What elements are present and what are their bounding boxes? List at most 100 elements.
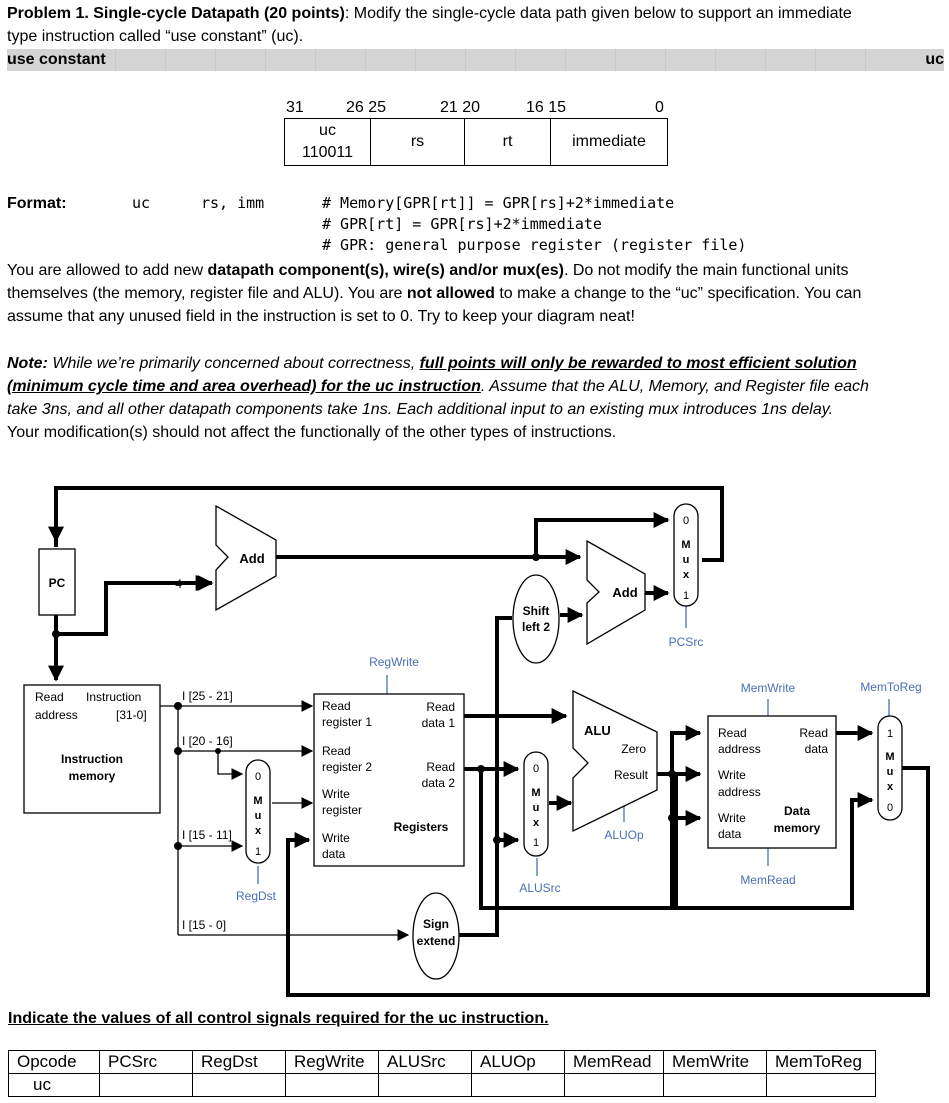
- dmem-ra-2: address: [718, 742, 761, 756]
- control-regdst-value[interactable]: [192, 1073, 286, 1097]
- control-pcsrc-value[interactable]: [99, 1073, 193, 1097]
- instruction-format-table: uc 110011 rs rt immediate: [284, 118, 668, 166]
- dmem-title-1: Data: [784, 804, 810, 818]
- dmem-rd-2: data: [805, 742, 829, 756]
- regs-wd-a: Write: [322, 831, 350, 845]
- field-rs: rs: [370, 118, 465, 166]
- memread-label: MemRead: [740, 873, 795, 887]
- control-signal-table: Opcode PCSrc RegDst RegWrite ALUSrc ALUO…: [8, 1050, 876, 1097]
- thick-wires: [48, 486, 930, 997]
- control-memwrite-value[interactable]: [663, 1073, 767, 1097]
- alu-title: ALU: [584, 723, 611, 738]
- alusrc-mux-m: M: [531, 787, 540, 799]
- alu-result: Result: [614, 768, 649, 782]
- banner: use constant uc: [7, 49, 944, 71]
- field-label-20-16: I [20 - 16]: [182, 734, 233, 748]
- control-regwrite-value[interactable]: [285, 1073, 379, 1097]
- banner-grid: [115, 49, 882, 71]
- regs-rd2-a: Read: [426, 760, 455, 774]
- memtoreg-mux-x: x: [887, 781, 894, 793]
- regs-wr-a: Write: [322, 787, 350, 801]
- dmem-rd-1: Read: [799, 726, 828, 740]
- wire-writeback: [286, 766, 930, 997]
- bit-31: 31: [286, 99, 304, 116]
- control-header-aluop: ALUOp: [471, 1050, 565, 1074]
- add2-label: Add: [612, 585, 637, 600]
- regs-title: Registers: [394, 820, 449, 834]
- dmem-wa-2: address: [718, 785, 761, 799]
- control-aluop-value[interactable]: [471, 1073, 565, 1097]
- instructions-line-1: You are allowed to add new datapath comp…: [7, 259, 947, 282]
- note-text-d: . Assume that the ALU, Memory, and Regis…: [480, 378, 869, 395]
- imem-title-2: memory: [69, 769, 116, 783]
- alusrc-label: ALUSrc: [519, 881, 560, 895]
- bit-0: 0: [655, 99, 664, 116]
- control-header-row: Opcode PCSrc RegDst RegWrite ALUSrc ALUO…: [8, 1050, 876, 1074]
- regs-wr-b: register: [322, 803, 362, 817]
- sign-extend: [412, 892, 460, 980]
- field-immediate: immediate: [550, 118, 668, 166]
- memtoreg-mux-0: 0: [887, 802, 893, 814]
- pcsrc-mux-u: u: [683, 554, 690, 566]
- problem-intro-line2: type instruction called “use constant” (…: [7, 28, 304, 45]
- pc-label: PC: [49, 576, 66, 590]
- regs-rr2-b: register 2: [322, 760, 372, 774]
- shift-label-2: left 2: [522, 620, 550, 634]
- control-alusrc-value[interactable]: [378, 1073, 472, 1097]
- control-heading: Indicate the values of all control signa…: [8, 1010, 549, 1027]
- aluop-label: ALUOp: [604, 828, 644, 842]
- problem-title: Problem 1. Single-cycle Datapath (20 poi…: [7, 5, 345, 22]
- dmem-ra-1: Read: [718, 726, 747, 740]
- regs-rd1-a: Read: [426, 700, 455, 714]
- note-text-c: (minimum cycle time and area overhead) f…: [7, 378, 481, 395]
- wire-pc-to-add: [56, 575, 212, 636]
- field-label-15-0: I [15 - 0]: [182, 918, 226, 932]
- alusrc-mux-u: u: [533, 802, 540, 814]
- regdst-mux-u: u: [255, 810, 262, 822]
- instructions-text-c: . Do not modify the main functional unit…: [563, 262, 849, 279]
- alusrc-mux: [523, 751, 549, 857]
- note-label: Note:: [7, 355, 48, 372]
- control-memread-value[interactable]: [564, 1073, 664, 1097]
- note-text-b: full points will only be rewarded to mos…: [419, 355, 857, 372]
- wire-readdata2-to-mem: [479, 769, 674, 910]
- memtoreg-mux: [877, 715, 903, 821]
- four-label: 4: [175, 577, 182, 591]
- banner-left: use constant: [7, 49, 112, 71]
- imem-address: address: [35, 708, 78, 722]
- instructions-text-e: not allowed: [406, 285, 495, 302]
- pcsrc-mux-0: 0: [683, 515, 689, 527]
- pcsrc-mux: [673, 503, 699, 607]
- control-memtoreg-value[interactable]: [766, 1073, 876, 1097]
- control-opcode-value: uc: [8, 1073, 100, 1097]
- control-header-memtoreg: MemToReg: [766, 1050, 876, 1074]
- thin-wires: [160, 604, 890, 941]
- wire-alu-to-memtoreg: [674, 774, 874, 910]
- problem-text: Problem 1. Single-cycle Datapath (20 poi…: [7, 2, 947, 25]
- banner-right: uc: [925, 51, 944, 68]
- note-line-3: take 3ns, and all other datapath compone…: [7, 401, 834, 418]
- control-header-alusrc: ALUSrc: [378, 1050, 472, 1074]
- memtoreg-mux-1: 1: [887, 728, 893, 740]
- alusrc-mux-0: 0: [533, 763, 539, 775]
- control-header-memread: MemRead: [564, 1050, 664, 1074]
- wire-add1-to-mux: [534, 512, 670, 557]
- pcsrc-mux-x: x: [683, 569, 690, 581]
- wire-alu-to-readaddr: [670, 725, 702, 774]
- format-label: Format:: [7, 195, 67, 212]
- format-comment-2: # GPR[rt] = GPR[rs]+2*immediate: [322, 215, 602, 233]
- regs-rr2-a: Read: [322, 744, 351, 758]
- format-comment-3: # GPR: general purpose register (registe…: [322, 236, 747, 254]
- dmem-wd-2: data: [718, 827, 742, 841]
- memtoreg-label: MemToReg: [860, 680, 921, 694]
- field-uc: uc 110011: [284, 118, 371, 166]
- imem-instruction: Instruction: [86, 690, 141, 704]
- bit-21-20: 21 20: [440, 99, 481, 116]
- instruction-memory: [23, 684, 161, 814]
- regwrite-label: RegWrite: [369, 655, 419, 669]
- alu-zero: Zero: [621, 742, 646, 756]
- dmem-wa-1: Write: [718, 768, 746, 782]
- instructions-line-3: assume that any unused field in the inst…: [7, 308, 635, 325]
- data-memory: [707, 715, 837, 849]
- sign-label-1: Sign: [423, 917, 449, 931]
